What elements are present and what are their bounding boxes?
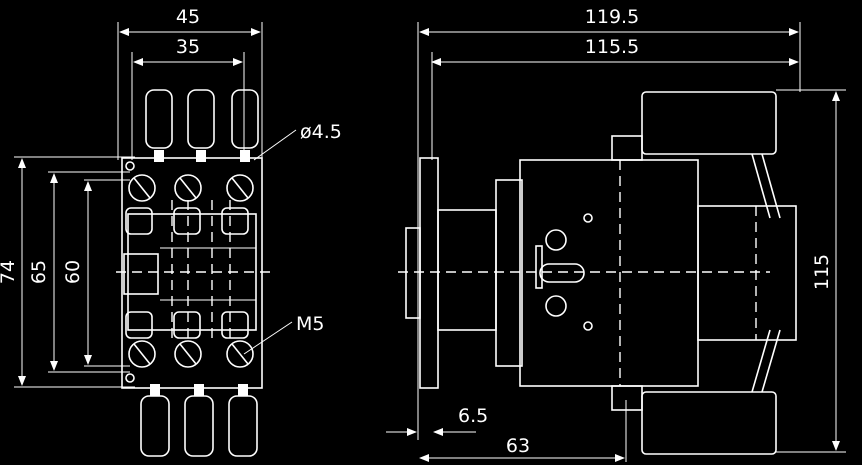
dim-width-overall: 45 (117, 6, 263, 160)
side-bottom-cap (641, 391, 777, 455)
top-cable-2 (761, 153, 781, 219)
dim-depth-low: 63 (419, 400, 627, 462)
side-right-block (697, 205, 797, 341)
dim-depth-mount: 115.5 (431, 36, 799, 160)
dim-width-mount: 35 (131, 36, 245, 160)
side-top-connector (611, 135, 643, 161)
leader-screw: M5 (243, 313, 324, 355)
dim-label-60: 60 (62, 260, 84, 284)
dim-label-35: 35 (176, 36, 200, 58)
housing-screw-top (583, 213, 593, 223)
side-top-cap (641, 91, 777, 155)
front-center-frame (127, 213, 257, 331)
actuator (535, 229, 585, 317)
side-view: 119.5 115.5 115 6.5 63 (386, 6, 846, 462)
dim-label-74: 74 (0, 260, 19, 284)
top-cable (751, 153, 771, 219)
dim-label-hole-dia: ø4.5 (300, 121, 342, 143)
dim-label-screw: M5 (296, 313, 324, 335)
dim-label-63: 63 (506, 435, 530, 457)
base-step (495, 179, 523, 367)
housing-screw-bottom (583, 321, 593, 331)
bottom-terminal-caps (140, 384, 258, 457)
dim-label-115-5: 115.5 (585, 36, 639, 58)
dim-label-65: 65 (28, 260, 50, 284)
front-center-rail (116, 200, 270, 340)
dim-depth-overall: 119.5 (417, 6, 801, 440)
front-body-outline (121, 157, 263, 389)
leader-hole-dia: ø4.5 (253, 121, 342, 161)
dim-label-6-5: 6.5 (458, 405, 488, 427)
mount-hole-bottom (125, 373, 135, 383)
dim-label-115: 115 (811, 254, 833, 290)
dim-height-mid: 65 (28, 171, 130, 373)
mount-hole-top (125, 161, 135, 171)
dim-rail-offset: 6.5 (386, 405, 488, 436)
dim-height-inner: 60 (62, 179, 130, 367)
top-terminal-caps (145, 89, 259, 162)
top-screw-terminals (125, 174, 254, 235)
front-view: 45 35 74 65 60 (0, 6, 342, 457)
dim-label-45: 45 (176, 6, 200, 28)
base-body (437, 209, 497, 331)
main-housing (519, 159, 699, 387)
base-plate (419, 157, 439, 389)
bottom-screw-terminals (125, 311, 254, 368)
dim-label-119-5: 119.5 (585, 6, 639, 28)
side-bottom-connector (611, 385, 643, 411)
dim-height-overall: 74 (0, 156, 135, 388)
dim-height: 115 (776, 89, 846, 453)
